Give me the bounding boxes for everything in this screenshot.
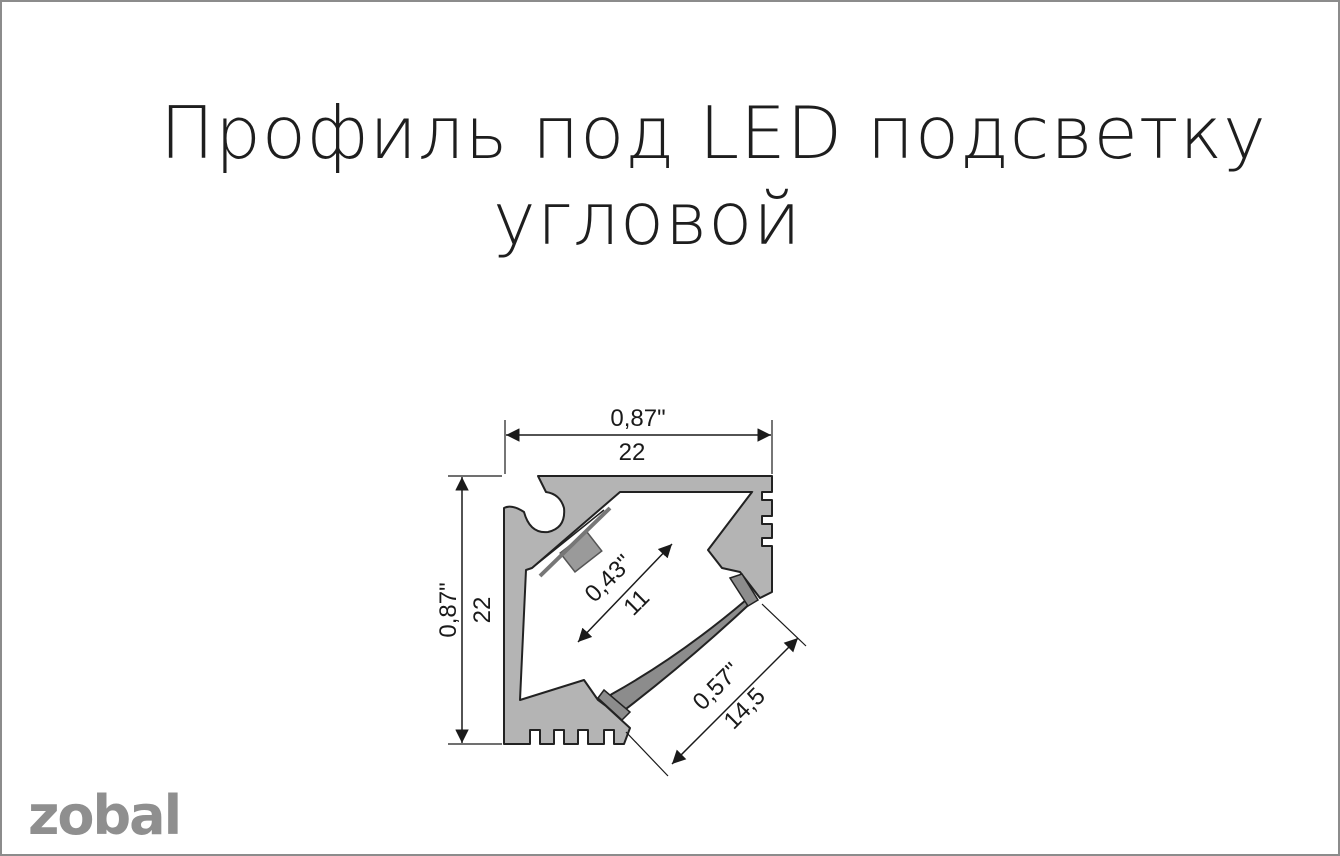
- diffuser-ext-top: [761, 603, 807, 647]
- inner-mm-label: 11: [618, 584, 655, 621]
- diffuser-ext-bottom: [625, 731, 669, 777]
- inner-dim-line: [577, 543, 673, 643]
- zobal-logo: zobal: [28, 784, 182, 847]
- diffuser-clip-top: [728, 573, 760, 608]
- title-line-1: Профиль под LED подсветку: [160, 91, 1267, 175]
- width-mm-label: 22: [619, 439, 646, 466]
- cavity-outline: [531, 491, 754, 569]
- diffuser-clip-bottom: [596, 688, 632, 722]
- diffuser-dim-line: [671, 637, 799, 765]
- height-mm-label: 22: [469, 597, 496, 624]
- profile-drawing: 0,87" 22 0,87" 22 0,43" 11 0,57" 14,5: [435, 405, 807, 777]
- width-inch-label: 0,87": [610, 405, 665, 432]
- height-inch-label: 0,87": [435, 582, 462, 637]
- title-line-2: угловой: [493, 177, 802, 261]
- profile-body: [503, 475, 773, 745]
- led-strip: [538, 506, 612, 578]
